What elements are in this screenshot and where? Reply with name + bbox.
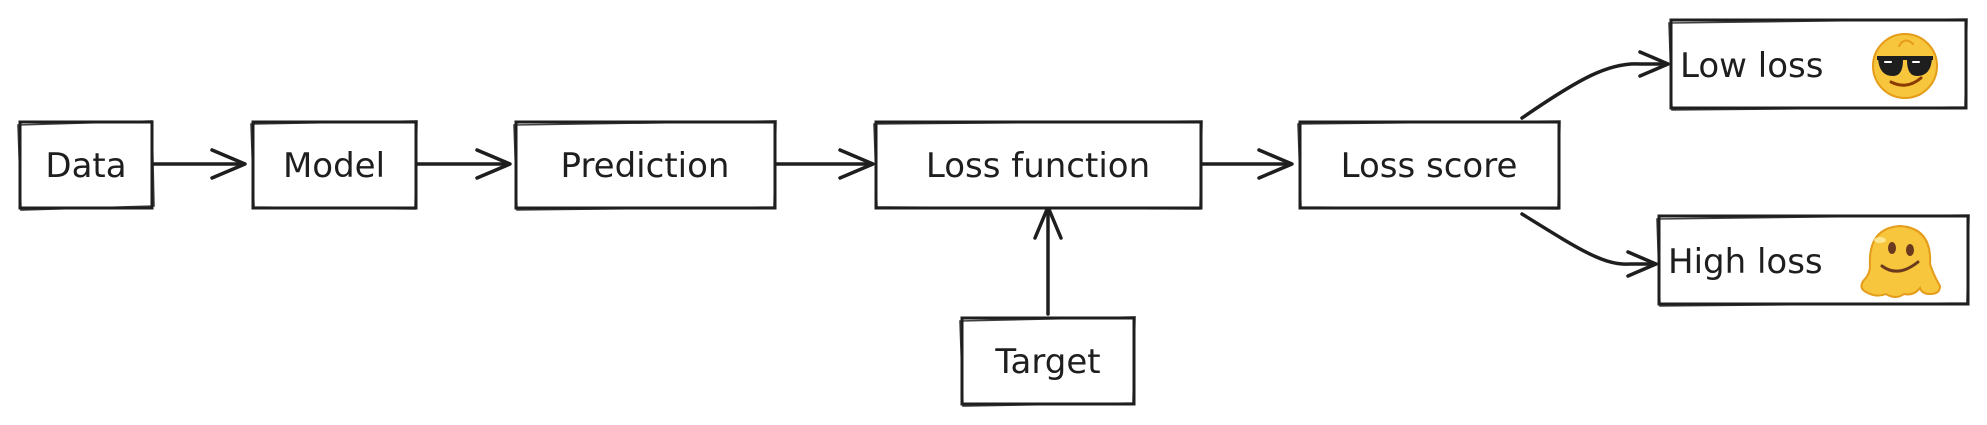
edge-loss-score-high-loss — [1520, 212, 1658, 278]
node-data-label: Data — [45, 146, 126, 186]
node-high-loss-label: High loss — [1668, 242, 1823, 282]
node-model-label: Model — [283, 146, 385, 186]
nodes: Data Model Prediction Loss function Targ… — [17, 18, 1970, 407]
node-loss-score: Loss score — [1297, 120, 1561, 210]
sunglasses-face-icon — [1872, 33, 1938, 99]
edge-loss-score-low-loss — [1520, 50, 1670, 120]
node-target-label: Target — [994, 342, 1100, 382]
node-low-loss-label: Low loss — [1680, 46, 1823, 86]
node-high-loss: High loss — [1656, 214, 1970, 307]
node-low-loss: Low loss — [1668, 18, 1968, 111]
node-prediction-label: Prediction — [561, 146, 730, 186]
node-prediction: Prediction — [513, 120, 777, 211]
node-model: Model — [250, 120, 418, 210]
edge-prediction-loss-function — [773, 148, 875, 180]
node-loss-function-label: Loss function — [926, 146, 1150, 186]
node-target: Target — [959, 316, 1136, 407]
node-loss-function: Loss function — [873, 120, 1203, 210]
node-loss-score-label: Loss score — [1341, 146, 1518, 186]
edge-loss-function-loss-score — [1199, 148, 1294, 180]
edge-data-model — [150, 148, 247, 180]
edge-target-loss-function — [1033, 205, 1063, 316]
node-data: Data — [17, 120, 155, 211]
melting-face-icon — [1860, 224, 1942, 298]
edge-model-prediction — [415, 148, 512, 180]
edges — [150, 50, 1670, 316]
